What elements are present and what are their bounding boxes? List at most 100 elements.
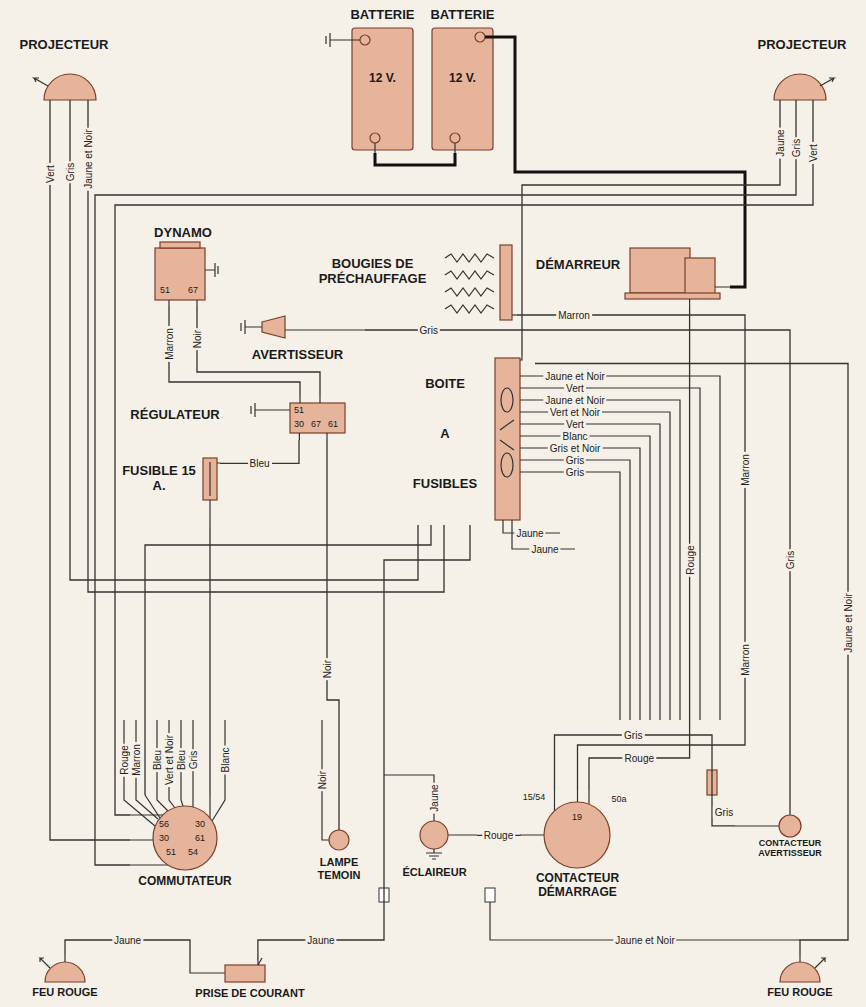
terminal-number: 50a — [608, 794, 630, 804]
glow-plug-symbol — [445, 245, 517, 320]
wire — [500, 37, 745, 287]
wire — [209, 527, 210, 795]
component: RÉGULATEUR 51 306761 — [120, 395, 350, 440]
component-label: RÉGULATEUR — [120, 408, 230, 423]
terminal-number: 61 — [326, 419, 340, 429]
component-label: ÉCLAIREUR — [392, 866, 477, 879]
dynamo-symbol — [155, 242, 218, 306]
component-label: DYNAMO — [148, 226, 218, 241]
terminal-number: 51 — [164, 847, 178, 857]
component: PRISE DE COURANT — [175, 960, 325, 1004]
component: BOUGIES DE PRÉCHAUFFAGE — [305, 243, 517, 323]
component-label: LAMPE TEMOIN — [300, 856, 378, 881]
wire-color-label: Vert — [564, 383, 586, 394]
wire-color-label: Jaune — [305, 935, 336, 946]
terminal-number: 61 — [193, 833, 207, 843]
component-label: PRISE DE COURANT — [175, 987, 325, 1000]
wire — [375, 153, 455, 165]
component-label: CONTACTEUR AVERTISSEUR — [735, 838, 845, 859]
wire-color-label: Jaune et Noir — [543, 371, 606, 382]
component: BOITE A FUSIBLES — [405, 355, 535, 525]
component-label: BOITE A FUSIBLES — [405, 359, 485, 509]
wire — [115, 100, 813, 815]
wire-color-label: Marron — [164, 326, 175, 362]
wire-color-label: Blanc — [220, 745, 231, 774]
component: BATTERIE12 V. — [425, 8, 500, 153]
wire-color-label: Marron — [740, 452, 751, 488]
wire-color-label: Gris — [418, 325, 440, 336]
wire — [95, 100, 796, 865]
regulator-symbol — [251, 395, 345, 440]
component-label: PROJECTEUR — [746, 38, 858, 53]
component-label: DÉMARREUR — [528, 258, 628, 273]
wire-color-label: Gris — [188, 749, 199, 771]
terminal-number: 30 — [193, 819, 207, 829]
wire-color-label: Bleu — [152, 748, 163, 772]
wire-color-label: Marron — [740, 642, 751, 678]
battery-symbol — [326, 28, 500, 153]
wire-color-label: Jaune et Noir — [543, 395, 606, 406]
wire-color-label: Noir — [322, 658, 333, 680]
wire-color-label: Bleu — [247, 458, 271, 469]
terminal-number: 51 — [292, 405, 306, 415]
terminal-number: 51 — [156, 285, 174, 295]
wire-color-label: Rouge — [623, 753, 656, 764]
component-label: BATTERIE — [345, 8, 420, 23]
component: FEU ROUGE — [15, 955, 115, 1003]
wire — [555, 735, 736, 826]
terminal-number: 30 — [292, 419, 306, 429]
wire-color-label: Jaune — [529, 544, 560, 555]
terminal-number: 15/54 — [520, 792, 548, 802]
wire-color-label: Gris — [564, 467, 586, 478]
switch-symbol — [153, 802, 801, 902]
wire-color-label: Jaune — [514, 528, 545, 539]
component: CONTACTEUR AVERTISSEUR — [735, 812, 845, 872]
terminal-number: 30 — [157, 833, 171, 843]
component: LAMPE TEMOIN — [300, 830, 378, 892]
starter-symbol — [625, 248, 730, 308]
component: FEU ROUGE — [750, 955, 850, 1003]
wire — [327, 440, 339, 830]
wire-color-label: Vert — [564, 419, 586, 430]
terminal-number: 67 — [309, 419, 323, 429]
wire — [70, 100, 418, 580]
component: PROJECTEUR — [746, 38, 858, 100]
wire-color-label: Gris — [713, 807, 735, 818]
wire-color-label: Noir — [192, 328, 203, 350]
wire — [365, 330, 790, 812]
wire-color-label: Gris — [564, 455, 586, 466]
wire-color-label: Vert et Noir — [548, 407, 602, 418]
rear-light-symbol — [40, 958, 825, 982]
wire-color-label: Gris — [65, 161, 76, 183]
wire-color-label: Jaune et Noir — [83, 127, 94, 190]
wire-color-label: Jaune — [429, 782, 440, 813]
component: DÉMARREUR — [528, 238, 730, 308]
fuse-box-symbol — [495, 355, 522, 520]
wire-color-label: Noir — [317, 769, 328, 791]
component: ÉCLAIREUR — [392, 815, 477, 890]
component-label: FEU ROUGE — [750, 986, 850, 999]
wire-color-label: Bleu — [176, 748, 187, 772]
wire — [88, 100, 444, 592]
wire-color-label: Vert et Noir — [164, 733, 175, 787]
wire-color-label: Gris et Noir — [548, 443, 603, 454]
terminal-number: 67 — [184, 285, 202, 295]
component: PROJECTEUR — [8, 38, 120, 100]
component-label: AVERTISSEUR — [230, 348, 365, 363]
wire-color-label: Gris — [790, 136, 801, 158]
wire-color-label: Blanc — [560, 431, 589, 442]
terminal-number: 19 — [570, 812, 584, 822]
wire-color-label: Marron — [556, 310, 592, 321]
wire — [258, 525, 470, 960]
wire-color-label: Gris — [785, 549, 796, 571]
component-label: CONTACTEUR DÉMARRAGE — [520, 872, 635, 900]
component: COMMUTATEUR563051306154 — [130, 795, 240, 895]
component: FUSIBLE 15 A. — [120, 452, 220, 527]
horn-symbol — [241, 316, 365, 338]
component: CONTACTEUR DÉMARRAGE 15/54 19 50a — [520, 790, 635, 902]
wire-color-label: Rouge — [685, 543, 696, 576]
terminal-number: 54 — [186, 847, 200, 857]
component-label: BATTERIE — [425, 8, 500, 23]
wire — [517, 315, 745, 790]
